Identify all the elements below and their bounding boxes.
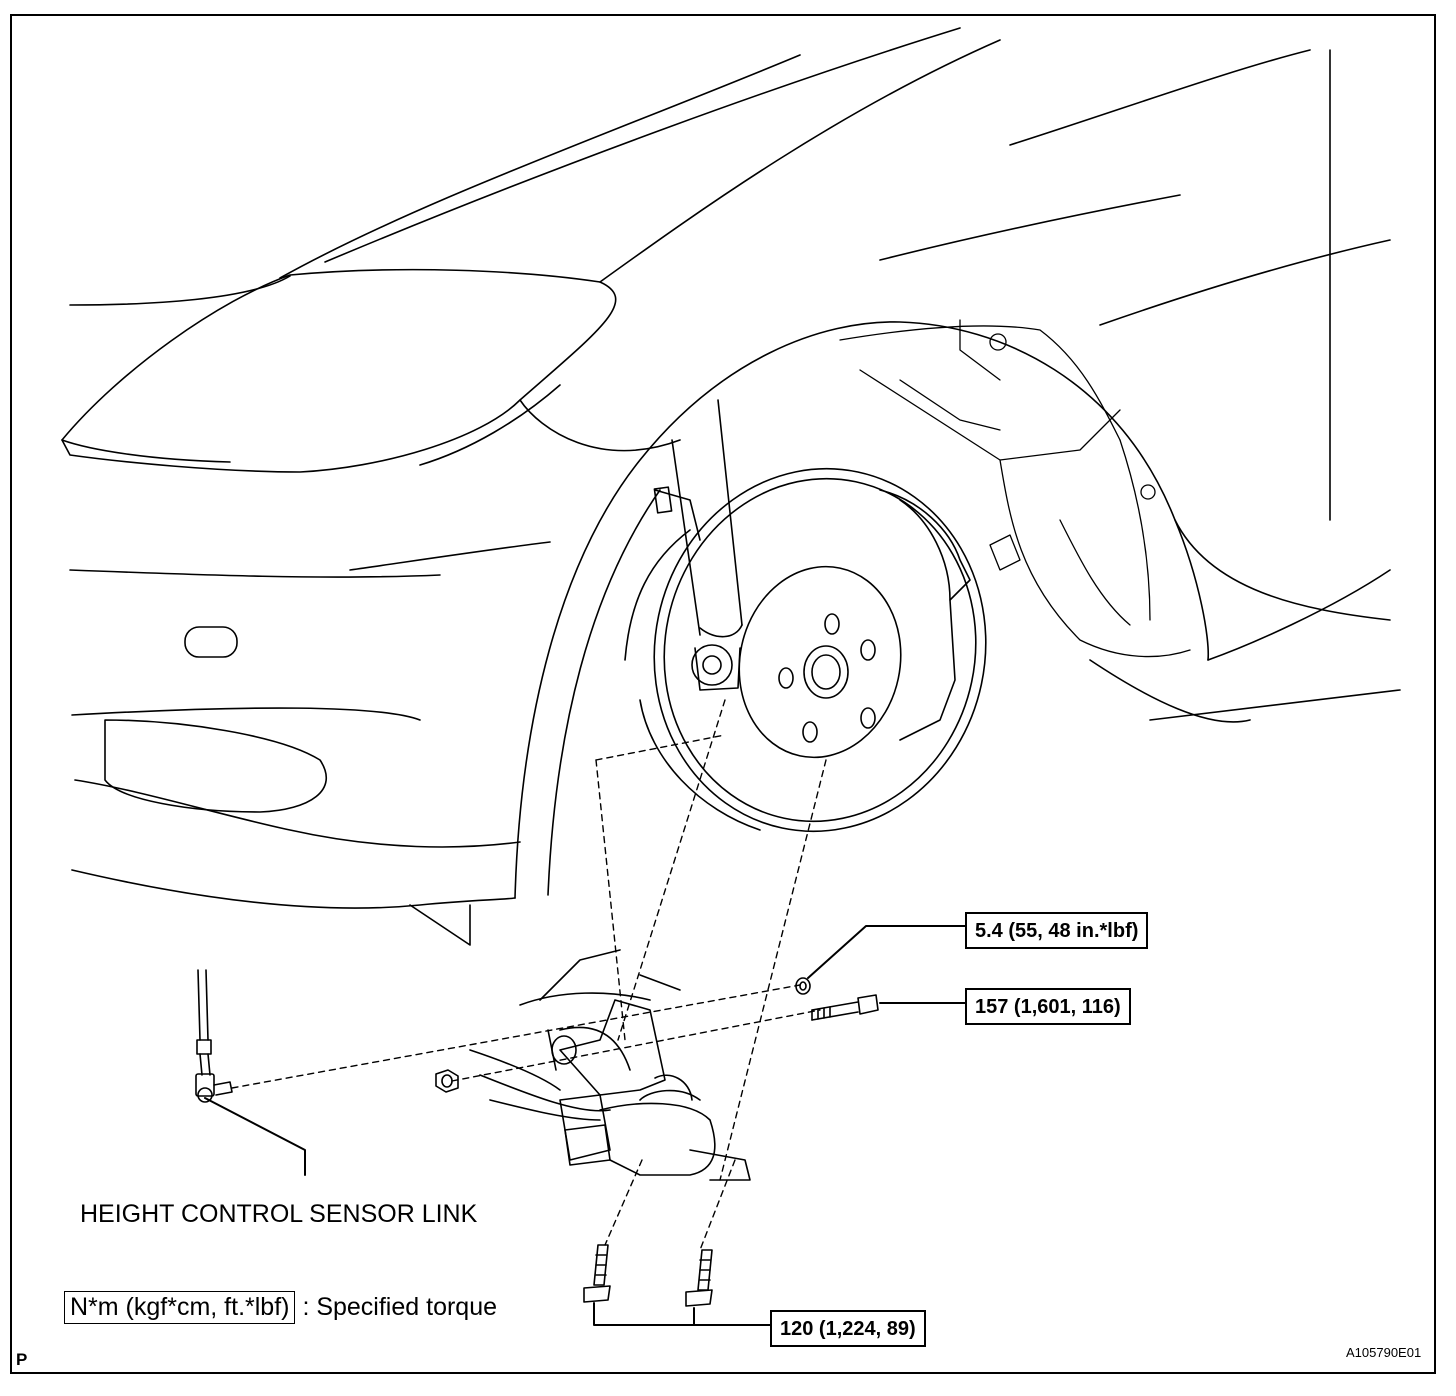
- lower-arm-assembly: [469, 949, 751, 1181]
- wheel-arch: [514, 321, 1210, 899]
- figure-id: A105790E01: [1346, 1345, 1422, 1360]
- headlamp-outline: [61, 268, 617, 473]
- legend-boxed-unit: N*m (kgf*cm, ft.*lbf): [64, 1291, 296, 1324]
- marker-lamp: [184, 626, 238, 658]
- sensor-link: [195, 969, 233, 1103]
- leader-lines: [204, 925, 966, 1326]
- brake-disc: [624, 467, 987, 833]
- torque-callout-nut: 5.4 (55, 48 in.*lbf): [965, 912, 1149, 949]
- corner-mark: P: [16, 1350, 28, 1369]
- legend-suffix: : Specified torque: [302, 1293, 498, 1321]
- left-nut: [435, 1069, 459, 1093]
- fog-lamp-recess: [104, 719, 327, 813]
- torque-callout-lower-bolts: 120 (1,224, 89): [770, 1310, 926, 1347]
- inner-fender-liner: [839, 319, 1191, 658]
- car-body-outline: [61, 27, 1401, 946]
- torque-legend: N*m (kgf*cm, ft.*lbf) : Specified torque: [64, 1291, 498, 1324]
- nut: [795, 977, 811, 995]
- upper-bolt: [811, 994, 879, 1021]
- alignment-lines: [231, 699, 827, 1251]
- lower-bolt-left: [583, 1244, 611, 1303]
- part-label-height-control-sensor-link: HEIGHT CONTROL SENSOR LINK: [80, 1200, 478, 1228]
- lower-bolt-right: [685, 1249, 713, 1307]
- torque-callout-upper-bolt: 157 (1,601, 116): [965, 988, 1131, 1025]
- diagram-frame: [10, 14, 1436, 1374]
